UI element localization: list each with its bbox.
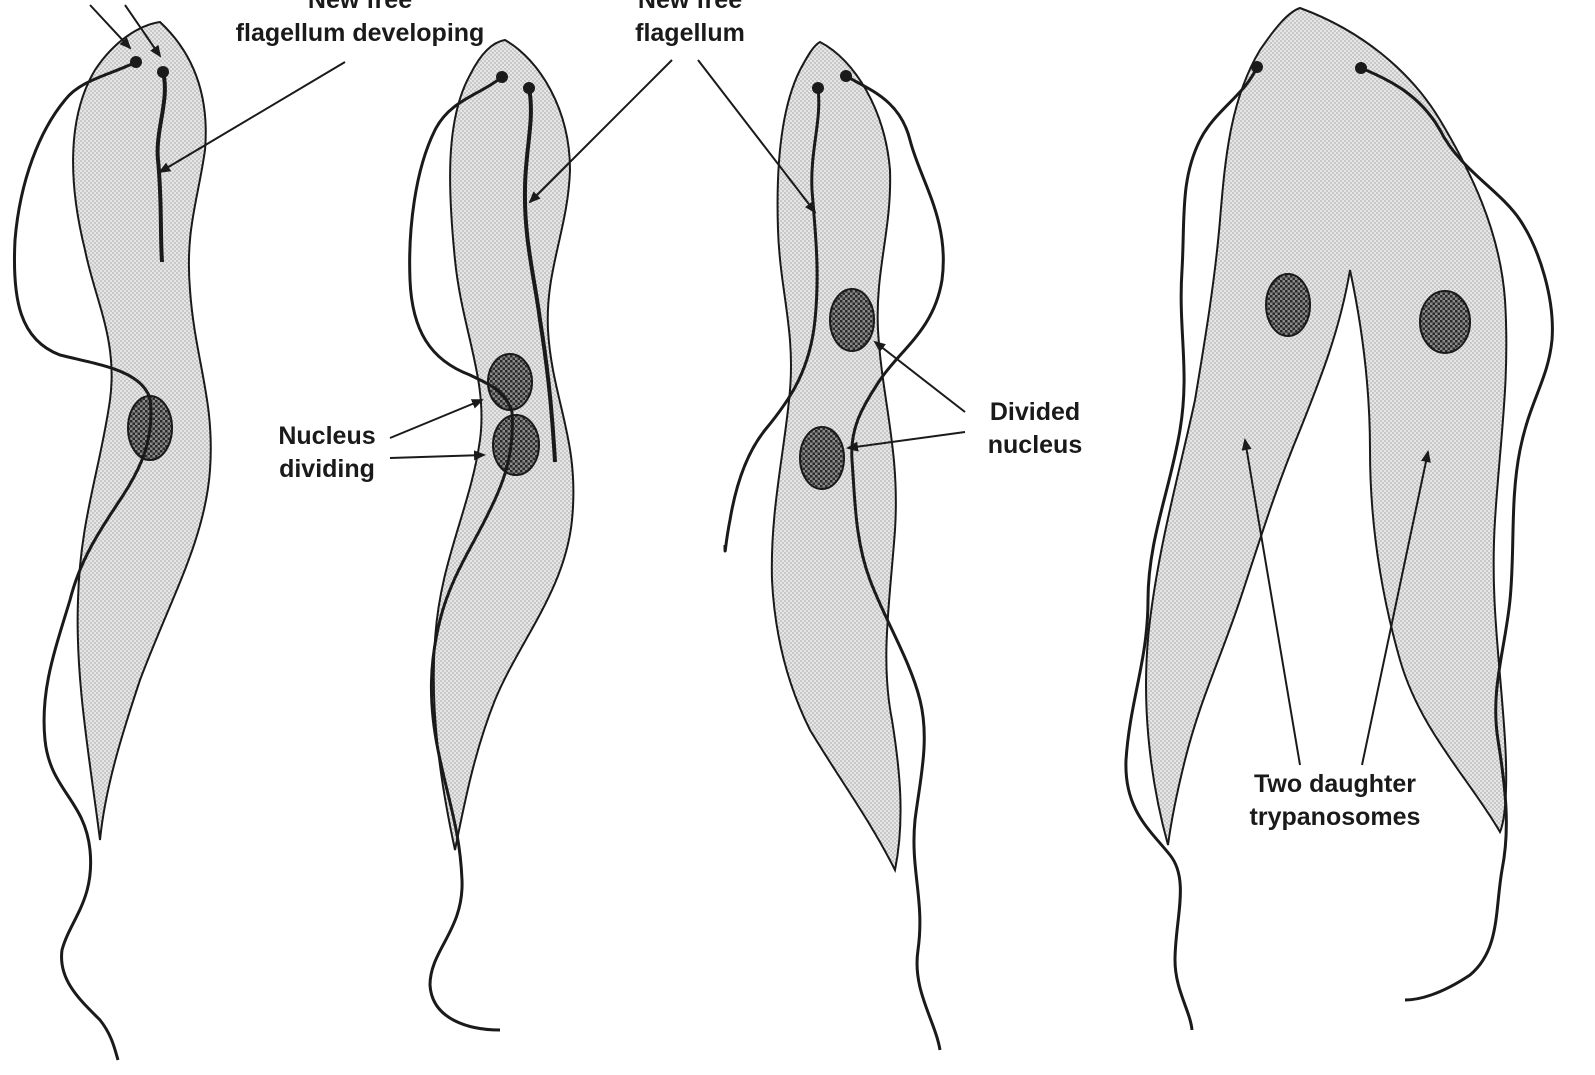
trypanosome-stage-2 bbox=[410, 40, 574, 1030]
label-nucleus-dividing-line2: dividing bbox=[262, 453, 392, 486]
trypanosome-stage-1 bbox=[14, 22, 210, 1060]
nucleus-4b bbox=[1420, 291, 1470, 353]
label-new-flagellum-developing-line2: flagellum developing bbox=[205, 17, 515, 50]
label-new-flagellum-line2: flagellum bbox=[600, 17, 780, 50]
label-nucleus-dividing: Nucleus dividing bbox=[262, 420, 392, 486]
daughter-cell-body-4 bbox=[1146, 8, 1506, 845]
label-new-flagellum: New free flagellum bbox=[600, 0, 780, 50]
trypanosome-stage-4 bbox=[1126, 8, 1552, 1030]
nucleus-4a bbox=[1266, 274, 1310, 336]
arrow-divided-nucleus-a bbox=[875, 342, 965, 412]
arrow-basal-body-1a bbox=[90, 5, 130, 48]
label-new-flagellum-developing-line1: New free bbox=[205, 0, 515, 17]
nucleus-2b bbox=[493, 415, 539, 475]
label-two-daughter-trypanosomes-line1: Two daughter bbox=[1225, 768, 1445, 801]
label-divided-nucleus-line1: Divided bbox=[970, 396, 1100, 429]
label-divided-nucleus-line2: nucleus bbox=[970, 429, 1100, 462]
label-nucleus-dividing-line1: Nucleus bbox=[262, 420, 392, 453]
label-new-flagellum-line1: New free bbox=[600, 0, 780, 17]
label-divided-nucleus: Divided nucleus bbox=[970, 396, 1100, 462]
label-two-daughter-trypanosomes-line2: trypanosomes bbox=[1225, 801, 1445, 834]
nucleus-3a bbox=[830, 289, 874, 351]
arrow-nucleus-dividing-a bbox=[390, 400, 482, 438]
arrow-nucleus-dividing-b bbox=[390, 455, 484, 458]
label-two-daughter-trypanosomes: Two daughter trypanosomes bbox=[1225, 768, 1445, 834]
nucleus-3b bbox=[800, 427, 844, 489]
label-new-flagellum-developing: New free flagellum developing bbox=[205, 0, 515, 50]
nucleus-2a bbox=[488, 354, 532, 410]
trypanosome-stage-3 bbox=[725, 42, 943, 1050]
